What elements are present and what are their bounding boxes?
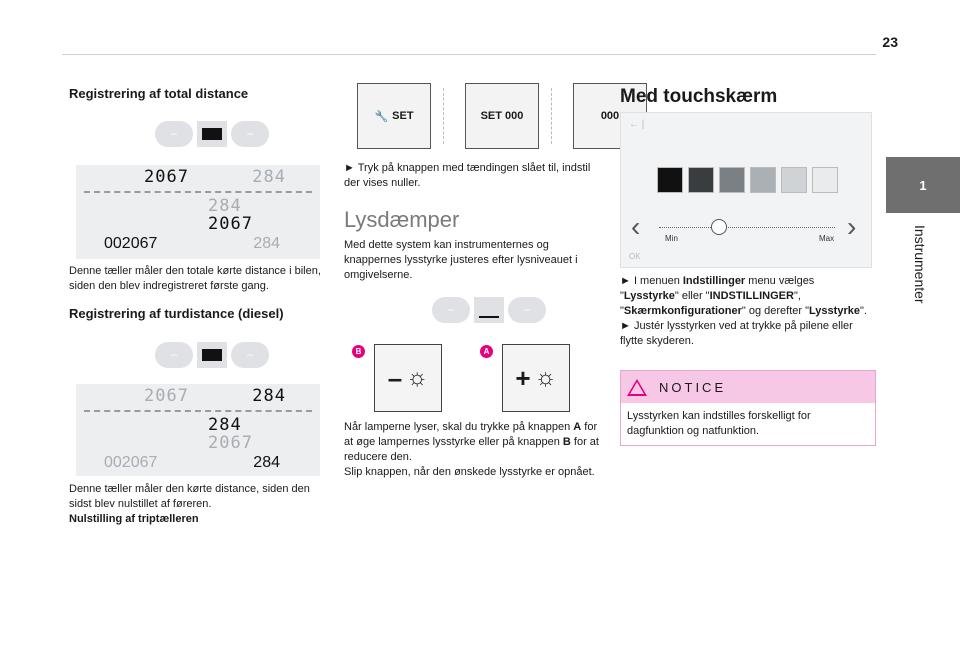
lcd-value: 284: [252, 167, 286, 187]
brightness-slider-knob: [711, 219, 727, 235]
lcd-value: 284: [208, 196, 242, 216]
para-dimmer-text-1: Når lamperne lyser, skal du trykke på kn…: [344, 421, 574, 433]
heading-total-distance: Registrering af total distance: [69, 86, 249, 101]
lcd-odometer-value: 002067: [104, 235, 158, 252]
brightness-swatch: [812, 167, 838, 193]
step-menu-4: ", ": [620, 290, 801, 317]
set-button: 🔧SET: [357, 83, 431, 149]
notice-header: NOTICE: [621, 371, 875, 403]
lcd-value: 2067: [208, 433, 253, 453]
instrument-cluster-icon: – –: [432, 297, 546, 323]
para-touch-steps: ► I menuen Indstillinger menu vælges "Ly…: [620, 274, 876, 349]
para-dimmer-text-3: for at reducere den.: [344, 436, 599, 463]
lcd-value: 284: [252, 386, 286, 406]
heading-touchscreen: Med touchskærm: [620, 86, 778, 107]
brightness-swatches: [657, 167, 838, 193]
lcd-value: 284: [208, 415, 242, 435]
para-trip-text: Denne tæller måler den kørte distance, s…: [69, 483, 310, 510]
lcd-divider: [84, 410, 312, 412]
step-menu-3: " eller ": [674, 290, 710, 302]
cluster-right-lobe: –: [231, 342, 269, 368]
para-trip-reset: Nulstilling af triptælleren: [69, 513, 199, 525]
instrument-cluster-icon: – –: [155, 121, 269, 147]
brightness-screen: ← | ‹ › Min Max OK: [620, 112, 872, 268]
instrument-cluster-icon: – –: [155, 342, 269, 368]
cluster-right-lobe: –: [508, 297, 546, 323]
brightness-swatch: [719, 167, 745, 193]
slider-min-label: Min: [665, 234, 678, 243]
top-rule: [62, 54, 876, 55]
cluster-center: [197, 342, 227, 368]
cluster-center: [474, 297, 504, 323]
minus-icon: –: [387, 362, 403, 393]
cluster-center: [197, 121, 227, 147]
chapter-title: Instrumenter: [910, 225, 928, 335]
callout-b: B: [352, 345, 365, 358]
lcd-trip-value: 284: [253, 235, 280, 252]
lcd-trip-value: 284: [253, 454, 280, 471]
dim-up-button: +☼: [502, 344, 570, 412]
warning-icon: [627, 378, 647, 396]
notice-box: NOTICE Lysstyrken kan indstilles forskel…: [620, 370, 876, 446]
para-dimmer-buttons: Når lamperne lyser, skal du trykke på kn…: [344, 420, 600, 480]
heading-dimmer: Lysdæmper: [344, 207, 460, 232]
chevron-left-icon: ‹: [631, 211, 641, 242]
step-menu-1: ► I menuen: [620, 275, 683, 287]
dim-down-button: –☼: [374, 344, 442, 412]
plus-icon: +: [515, 362, 531, 393]
notice-text: Lysstyrken kan indstilles forskelligt fo…: [627, 410, 811, 437]
lcd-odometer-value: 002067: [104, 454, 158, 471]
para-dimmer-text-2: for at øge lampernes lysstyrke eller på …: [344, 421, 598, 448]
notice-title: NOTICE: [659, 379, 727, 395]
reset-sequence: 🔧SET SET 000 000: [357, 83, 647, 149]
para-dimmer-release: Slip knappen, når den ønskede lysstyrke …: [344, 466, 595, 478]
lcd-value: 2067: [144, 167, 189, 187]
para-trip-distance: Denne tæller måler den kørte distance, s…: [69, 482, 321, 527]
brightness-swatch: [688, 167, 714, 193]
para-dimmer-intro: Med dette system kan instrumenternes og …: [344, 239, 578, 281]
sun-icon: ☼: [534, 364, 557, 391]
cluster-left-lobe: –: [155, 342, 193, 368]
ok-label: OK: [629, 252, 641, 261]
step-menu-5: " og derefter ": [741, 305, 809, 317]
sun-icon: ☼: [406, 364, 429, 391]
cluster-left-lobe: –: [432, 297, 470, 323]
sequence-separator: [443, 88, 453, 144]
menu-brightness: Lysstyrke: [623, 290, 675, 302]
menu-settings: Indstillinger: [682, 275, 746, 287]
lcd-divider: [84, 191, 312, 193]
wrench-icon: 🔧: [374, 110, 389, 123]
slider-max-label: Max: [819, 234, 835, 243]
brightness-swatch: [781, 167, 807, 193]
step-menu-6: ".: [859, 305, 867, 317]
para-total-distance: Denne tæller måler den totale kørte dist…: [69, 265, 321, 292]
step-menu-2: menu vælges ": [620, 275, 815, 302]
menu-settings-caps: INDSTILLINGER: [709, 290, 794, 302]
step-adjust: ► Justér lysstyrken ved at trykke på pil…: [620, 320, 853, 347]
heading-trip-distance: Registrering af turdistance (diesel): [69, 306, 284, 321]
chapter-tab[interactable]: 1: [886, 157, 960, 213]
back-arrow-icon: ← |: [629, 119, 645, 130]
chevron-right-icon: ›: [847, 211, 857, 242]
cluster-right-lobe: –: [231, 121, 269, 147]
sequence-separator: [551, 88, 561, 144]
menu-brightness-2: Lysstyrke: [809, 305, 860, 317]
menu-screen-config: Skærmkonfigurationer: [623, 305, 742, 317]
chapter-title-text: Instrumenter: [912, 225, 928, 304]
brightness-slider-track: [659, 227, 835, 228]
cluster-left-lobe: –: [155, 121, 193, 147]
para-dimmer-key-a: A: [573, 421, 582, 433]
brightness-swatch: [657, 167, 683, 193]
page-number: 23: [882, 34, 898, 50]
lcd-value: 2067: [208, 214, 253, 234]
para-dimmer-key-b: B: [562, 436, 571, 448]
lcd-value: 2067: [144, 386, 189, 406]
step-reset: ► Tryk på knappen med tændingen slået ti…: [344, 162, 591, 189]
set-zero-button: SET 000: [465, 83, 539, 149]
brightness-swatch: [750, 167, 776, 193]
callout-a: A: [480, 345, 493, 358]
set-label: SET: [392, 110, 414, 122]
